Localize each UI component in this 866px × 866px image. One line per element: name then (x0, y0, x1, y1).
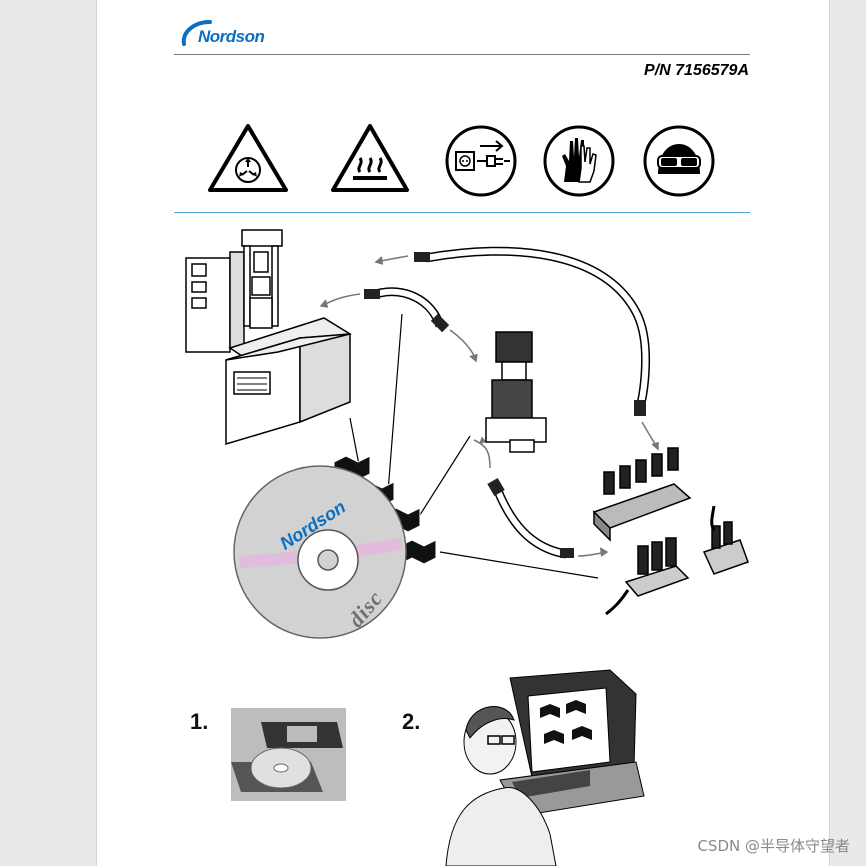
step-2-number: 2. (402, 709, 421, 734)
protective-gloves-icon (543, 125, 615, 197)
applicator-heads-illustration (592, 447, 749, 616)
electrical-hazard-icon (208, 124, 288, 192)
hose-illustration (364, 246, 651, 559)
section-divider (174, 212, 750, 213)
leader-lines (349, 313, 599, 579)
nordson-logo-swoosh-icon (181, 20, 212, 46)
documentation-disc (233, 465, 407, 639)
melter-unit-illustration (185, 229, 352, 446)
disc-drive-illustration (231, 708, 346, 801)
disconnect-power-icon (445, 125, 517, 197)
watermark: CSDN @半导体守望者 (697, 837, 850, 855)
computer-user-illustration (445, 669, 645, 866)
pump-unit-illustration (485, 331, 547, 453)
safety-goggles-icon (643, 125, 715, 197)
flow-arrows (319, 255, 659, 557)
step-1-number: 1. (190, 709, 209, 734)
system-overview-illustration (185, 229, 749, 639)
header-rule (174, 54, 750, 55)
part-number: P/N 7156579A (644, 62, 749, 79)
brand-logo-text: Nordson (198, 27, 265, 46)
hot-surface-icon (331, 124, 409, 192)
